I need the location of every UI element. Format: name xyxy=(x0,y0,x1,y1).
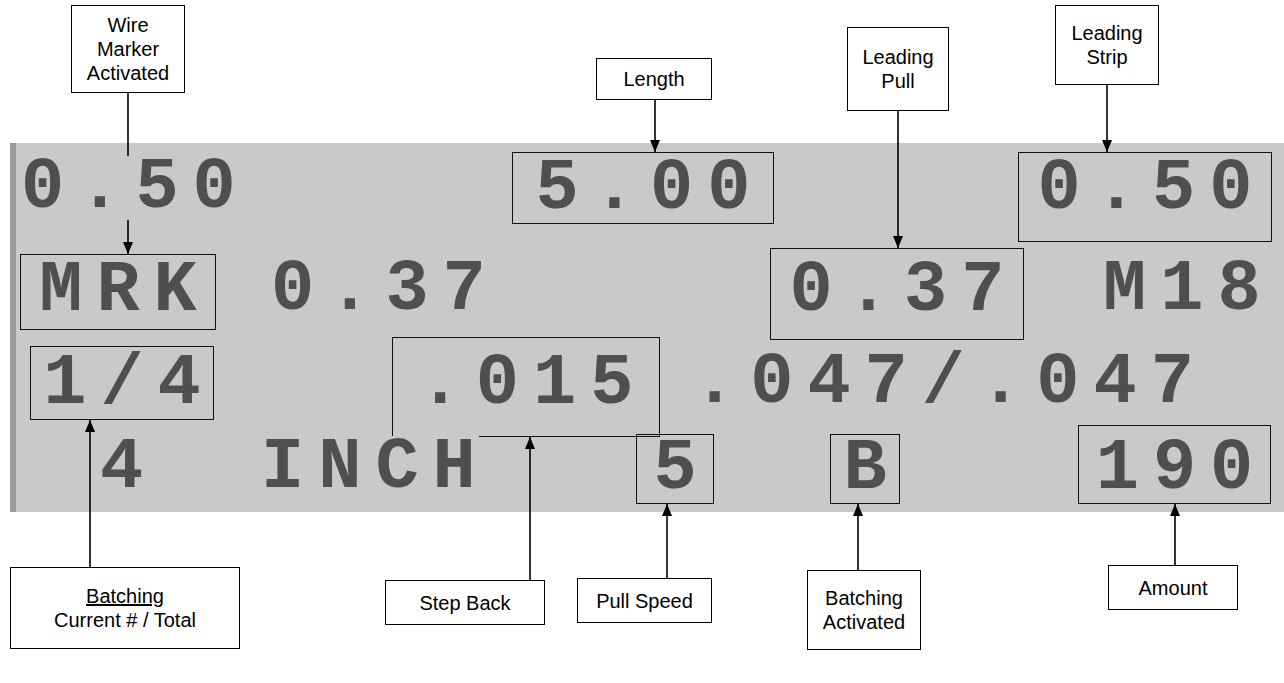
display-field: 0.50 xyxy=(1018,152,1272,242)
callout-label: Length xyxy=(623,67,684,91)
callout-label: Batching Activated xyxy=(814,586,914,634)
display-row: 5 xyxy=(637,437,713,501)
callout-arrow xyxy=(666,504,668,578)
callout-label: Step Back xyxy=(419,591,510,615)
display-value: 190 xyxy=(1096,437,1268,501)
callout-text-group: Length xyxy=(617,63,690,95)
display-field: .015 xyxy=(392,337,660,437)
display-row: 1/4 xyxy=(31,352,213,416)
callout-label: Amount xyxy=(1139,576,1208,600)
display-value: MRK xyxy=(39,259,211,323)
callout-arrow xyxy=(897,111,899,248)
callout-text-group: Amount xyxy=(1133,572,1214,604)
callout-box: Amount xyxy=(1108,565,1238,610)
callout-arrow xyxy=(1106,85,1108,152)
lcd-edge xyxy=(10,143,16,512)
callout-box: Pull Speed xyxy=(577,578,712,623)
display-readout-patch: 0.50 xyxy=(18,156,239,220)
display-value: .015 xyxy=(419,352,648,416)
display-row: 190 xyxy=(1079,437,1270,501)
display-readout-patch: INCH xyxy=(258,436,479,500)
display-readout-patch: M18 xyxy=(1100,258,1264,322)
callout-box: BatchingCurrent # / Total xyxy=(10,567,240,649)
display-field: 5.00 xyxy=(512,152,774,224)
callout-box: Step Back xyxy=(385,580,545,625)
callout-box: Length xyxy=(596,58,712,100)
display-field: 190 xyxy=(1078,425,1271,504)
display-readout: 4 xyxy=(100,436,157,500)
display-field: 5 xyxy=(636,434,714,504)
display-row: .015 xyxy=(393,352,659,416)
callout-text-group: BatchingCurrent # / Total xyxy=(48,580,202,636)
callout-label: Wire Marker Activated xyxy=(78,13,178,85)
callout-box: Leading Strip xyxy=(1055,5,1159,85)
display-readout: INCH xyxy=(261,436,490,500)
display-readout: .047/.047 xyxy=(693,351,1208,415)
callout-arrow xyxy=(89,420,91,567)
display-readout-patch: .047/.047 xyxy=(690,351,1197,415)
display-readout: M18 xyxy=(1103,258,1275,322)
callout-text-group: Pull Speed xyxy=(590,585,699,617)
callout-text-group: Batching Activated xyxy=(808,582,920,638)
callout-label: Current # / Total xyxy=(54,608,196,632)
callout-arrow xyxy=(529,437,531,580)
callout-arrow xyxy=(654,100,656,152)
callout-text-group: Step Back xyxy=(413,587,516,619)
callout-label: Leading Strip xyxy=(1062,21,1152,69)
display-row: B xyxy=(831,437,899,501)
callout-label: Leading Pull xyxy=(854,45,942,93)
display-row: MRK xyxy=(21,259,215,323)
display-value: B xyxy=(843,437,900,501)
callout-text-group: Leading Strip xyxy=(1056,17,1158,73)
display-readout-patch: 0.37 xyxy=(268,258,489,322)
display-readout-patch: 4 xyxy=(97,436,146,500)
callout-text-group: Wire Marker Activated xyxy=(72,9,184,89)
callout-box: Leading Pull xyxy=(847,27,949,111)
display-value: 5 xyxy=(653,437,710,501)
callout-label: Pull Speed xyxy=(596,589,693,613)
display-field: MRK xyxy=(20,254,216,330)
callout-label: Batching xyxy=(54,584,196,608)
callout-arrow xyxy=(857,504,859,570)
display-row: 0.37 xyxy=(771,259,1023,323)
display-value: 5.00 xyxy=(536,157,765,221)
display-field: B xyxy=(830,434,900,504)
display-row: 0.50 xyxy=(1019,157,1271,221)
display-field: 1/4 xyxy=(30,346,214,420)
callout-text-group: Leading Pull xyxy=(848,41,948,97)
callout-box: Batching Activated xyxy=(807,570,921,650)
display-readout: 0.37 xyxy=(271,258,500,322)
display-field: 0.37 xyxy=(770,248,1024,340)
lcd-screen xyxy=(10,143,1284,512)
display-readout: 0.50 xyxy=(21,156,250,220)
display-value: 0.50 xyxy=(1038,157,1267,221)
display-row: 5.00 xyxy=(513,157,773,221)
callout-arrow xyxy=(1174,504,1176,565)
display-value: 1/4 xyxy=(43,352,215,416)
display-value: 0.37 xyxy=(790,259,1019,323)
callout-box: Wire Marker Activated xyxy=(71,5,185,93)
